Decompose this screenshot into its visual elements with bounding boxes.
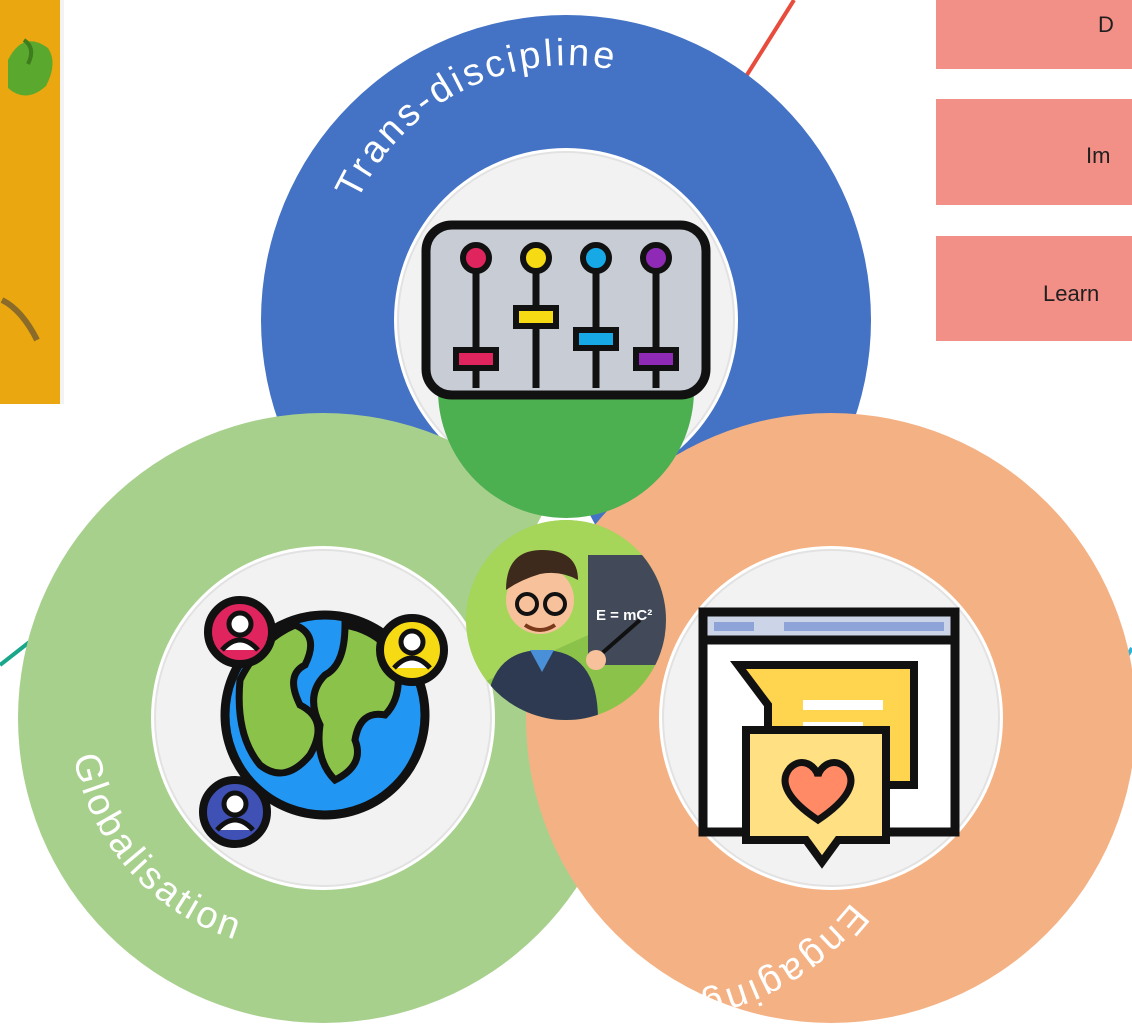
side-box-label: Learn <box>1043 281 1100 306</box>
board-formula: E = mC² <box>596 607 652 624</box>
mixer-sliders-icon <box>421 220 711 518</box>
side-box-1: D <box>936 0 1132 69</box>
side-box-3: Learn <box>936 236 1132 341</box>
teacher-icon <box>466 520 666 720</box>
side-box-2: Im <box>936 99 1132 205</box>
side-box-label: D <box>1098 12 1114 37</box>
cropped-photo <box>0 0 64 404</box>
side-box-label: Im <box>1086 143 1111 168</box>
connector-line-teal <box>0 638 34 667</box>
connector-line-red <box>743 0 796 80</box>
chat-heart-icon <box>698 607 960 869</box>
globe-people-icon <box>199 596 448 848</box>
